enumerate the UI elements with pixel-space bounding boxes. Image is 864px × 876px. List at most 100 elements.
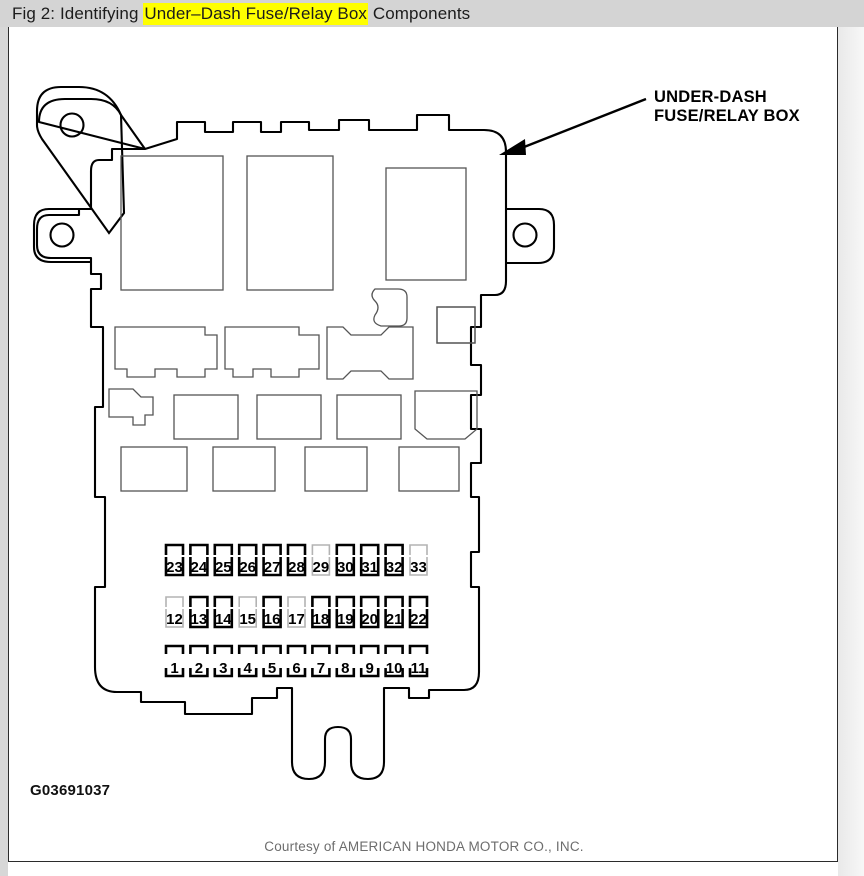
callout-line-1: UNDER-DASH	[654, 88, 767, 106]
fuse-slot-25[interactable]	[213, 543, 234, 577]
fuse-number-28: 28	[288, 559, 305, 576]
fuse-slot-8[interactable]	[335, 644, 356, 678]
relay-cavity-b2	[256, 394, 322, 440]
fuse-slot-27[interactable]	[262, 543, 282, 577]
fuse-slot-23[interactable]	[164, 543, 185, 577]
fuse-slot-24[interactable]	[189, 543, 209, 577]
relay-cavity-c3	[304, 446, 368, 492]
fuse-slot-15[interactable]	[238, 596, 257, 628]
title-suffix: Components	[368, 4, 471, 23]
fuse-number-1: 1	[170, 660, 179, 677]
relay-cavity-b1	[173, 394, 239, 440]
fuse-number-9: 9	[365, 660, 374, 677]
fuse-number-24: 24	[190, 559, 208, 576]
callout-label: UNDER-DASH FUSE/RELAY BOX	[654, 88, 800, 126]
fuse-number-16: 16	[263, 611, 281, 628]
fuse-number-29: 29	[312, 559, 330, 576]
fuse-slot-6[interactable]	[286, 644, 307, 678]
fuse-slot-5[interactable]	[262, 644, 282, 678]
fuse-slot-22[interactable]	[408, 595, 429, 629]
fuse-number-12: 12	[166, 611, 183, 628]
fuse-number-33: 33	[410, 559, 427, 576]
mounting-tab-lower-left	[32, 207, 91, 264]
fuse-slot-11[interactable]	[408, 644, 429, 678]
relay-cavity-c1	[120, 446, 188, 492]
fuse-slot-28[interactable]	[286, 543, 307, 577]
relay-cavity-b0	[108, 388, 154, 426]
fuse-slot-12[interactable]	[165, 596, 184, 628]
fuse-slot-21[interactable]	[384, 595, 404, 629]
fuse-number-23: 23	[166, 559, 183, 576]
fuse-slot-20[interactable]	[359, 595, 380, 629]
fuse-number-14: 14	[214, 611, 232, 628]
fuse-slot-3[interactable]	[213, 644, 234, 678]
fuse-number-18: 18	[312, 611, 330, 628]
fuse-slot-29[interactable]	[311, 544, 331, 576]
fuse-slot-30[interactable]	[335, 543, 356, 577]
relay-bay-3	[385, 167, 467, 281]
fuse-slot-4[interactable]	[237, 644, 258, 678]
relay-cavity-b4	[414, 390, 478, 440]
fuse-number-32: 32	[385, 559, 403, 576]
part-code: G03691037	[30, 782, 111, 799]
fuse-number-7: 7	[316, 660, 326, 677]
fuse-number-27: 27	[263, 559, 281, 576]
fuse-number-15: 15	[239, 611, 257, 628]
fuse-slot-10[interactable]	[384, 644, 404, 678]
fuse-slot-1[interactable]	[164, 644, 185, 678]
fuse-slot-18[interactable]	[311, 595, 331, 629]
relay-cavity-row-c	[120, 446, 460, 492]
fuse-number-6: 6	[292, 660, 301, 677]
fuse-number-8: 8	[341, 660, 350, 677]
fuse-number-31: 31	[361, 559, 379, 576]
relay-cavity-row-a	[114, 306, 476, 380]
fuse-number-22: 22	[410, 611, 427, 628]
fuse-slot-32[interactable]	[384, 543, 404, 577]
fuse-slot-26[interactable]	[237, 543, 258, 577]
fuse-slot-17[interactable]	[287, 596, 306, 628]
relay-cavity-a3	[326, 326, 414, 380]
title-prefix: Fig 2: Identifying	[12, 4, 144, 23]
callout-arrow	[499, 97, 647, 155]
fuse-slot-outlines	[164, 543, 429, 678]
fuse-number-21: 21	[385, 611, 403, 628]
bolt-hole-upper-left	[59, 112, 85, 138]
fuse-slot-7[interactable]	[311, 644, 331, 678]
fuse-slot-9[interactable]	[359, 644, 380, 678]
fuse-number-13: 13	[190, 611, 208, 628]
fuse-slot-19[interactable]	[335, 595, 356, 629]
arrow-head	[499, 139, 526, 155]
title-highlight: Under–Dash Fuse/Relay Box	[143, 3, 369, 25]
relay-cavity-a1	[114, 326, 218, 378]
bolt-hole-lower-left	[49, 222, 75, 248]
fuse-number-3: 3	[219, 660, 228, 677]
fuse-number-17: 17	[288, 611, 305, 628]
fuse-slot-31[interactable]	[359, 543, 380, 577]
relay-cavity-a2	[224, 326, 320, 378]
fuse-number-2: 2	[194, 660, 204, 677]
relay-cavity-b3	[336, 394, 402, 440]
fuse-slot-13[interactable]	[189, 595, 209, 629]
relay-cavity-a4	[436, 306, 476, 344]
bolt-hole-right	[512, 222, 538, 248]
fuse-number-25: 25	[214, 559, 232, 576]
fuse-slot-2[interactable]	[189, 644, 209, 678]
fuse-box-diagram	[32, 85, 647, 781]
figure-title: Fig 2: Identifying Under–Dash Fuse/Relay…	[12, 3, 471, 25]
fuse-number-5: 5	[267, 660, 277, 677]
relay-cavity-row-b	[108, 388, 478, 440]
fuse-slot-16[interactable]	[262, 595, 282, 629]
fuse-number-19: 19	[336, 611, 354, 628]
fuse-number-11: 11	[410, 660, 427, 677]
relay-cavity-c4	[398, 446, 460, 492]
fuse-slot-14[interactable]	[213, 595, 234, 629]
fuse-number-30: 30	[336, 559, 354, 576]
fuse-slot-33[interactable]	[409, 544, 428, 576]
mounting-tab-right	[506, 207, 556, 265]
relay-cavity-c2	[212, 446, 276, 492]
relay-bay-1	[120, 155, 224, 291]
mounting-tab-upper-left	[35, 85, 126, 235]
fuse-number-4: 4	[243, 660, 252, 677]
